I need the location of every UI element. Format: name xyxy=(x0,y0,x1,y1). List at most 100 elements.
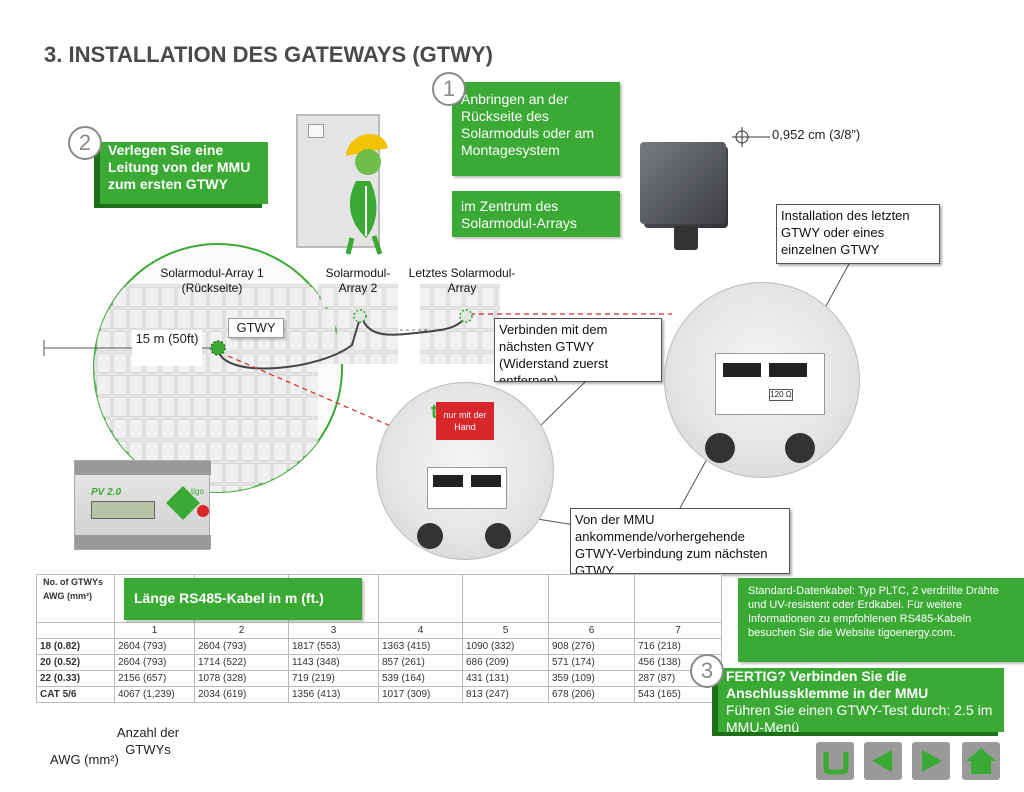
table-banner: Länge RS485-Kabel in m (ft.) xyxy=(124,578,362,620)
terminal-block-a xyxy=(723,363,761,377)
table-row: 20 (0.52) 2604 (793) 1714 (522) 1143 (34… xyxy=(36,654,722,671)
table-cell: 2156 (657) xyxy=(114,670,195,687)
table-cell: 908 (276) xyxy=(548,638,635,655)
table-col-header: 5 xyxy=(462,622,549,639)
table-cell: 2034 (619) xyxy=(194,686,289,703)
table-row: CAT 5/6 4067 (1,239) 2034 (619) 1356 (41… xyxy=(36,686,722,703)
step-2-text: Verlegen Sie eine Leitung von der MMU zu… xyxy=(100,142,268,204)
table-cell: 2604 (793) xyxy=(114,654,195,671)
mmu-power-icon xyxy=(197,505,209,517)
table-col-header: 2 xyxy=(194,622,289,639)
table-col-header: 6 xyxy=(548,622,635,639)
mmu-terminal-strip xyxy=(75,461,211,475)
mmu-display xyxy=(91,501,155,519)
legend-awg-label: AWG (mm²) xyxy=(50,752,119,767)
table-cell: 686 (209) xyxy=(462,654,549,671)
array-1-label: Solarmodul-Array 1 (Rückseite) xyxy=(160,266,264,295)
distance-label: 15 m (50ft) xyxy=(132,330,202,366)
last-array-panels xyxy=(420,284,500,364)
step-3-text: Führen Sie einen GTWY-Test durch: 2.5 im… xyxy=(726,702,993,732)
terminal-block-b xyxy=(769,363,807,377)
hand-only-badge: nur mit der Hand xyxy=(436,402,494,440)
table-row-label: 20 (0.52) xyxy=(36,654,115,671)
table-cell: 857 (261) xyxy=(378,654,463,671)
table-cell: 1017 (309) xyxy=(378,686,463,703)
table-cell: 1143 (348) xyxy=(288,654,379,671)
table-cell: 4067 (1,239) xyxy=(114,686,195,703)
hole-size-label: 0,952 cm (3/8”) xyxy=(772,127,861,142)
table-cell: 431 (131) xyxy=(462,670,549,687)
resistor-label: 120 Ω xyxy=(769,389,793,401)
cable-gland-right xyxy=(785,433,815,463)
table-cell: 2604 (793) xyxy=(194,638,289,655)
terminal-block-a xyxy=(433,475,463,487)
junction-box-icon xyxy=(308,124,324,138)
legend-count-label: Anzahl der GTWYs xyxy=(116,725,180,757)
table-row-label: CAT 5/6 xyxy=(36,686,115,703)
table-cell: 1078 (328) xyxy=(194,670,289,687)
step-1-text: Anbringen an der Rückseite des Solarmodu… xyxy=(452,82,620,176)
gateway-connector xyxy=(674,226,698,250)
page-title: 3. INSTALLATION DES GATEWAYS (GTWY) xyxy=(44,42,493,67)
cable-array2-last xyxy=(361,317,466,336)
cable-gland-left xyxy=(705,433,735,463)
table-cell: 539 (164) xyxy=(378,670,463,687)
table-corner-top: No. of GTWYs xyxy=(43,577,103,587)
last-gtwy-photo: 120 Ω xyxy=(664,282,860,478)
table-col-header: 3 xyxy=(288,622,379,639)
home-icon xyxy=(966,748,996,774)
last-array-label: Letztes Solarmodul-Array xyxy=(408,266,516,295)
table-cell: 571 (174) xyxy=(548,654,635,671)
table-cell: 543 (165) xyxy=(634,686,722,703)
callout-last-gtwy: Installation des letzten GTWY oder eines… xyxy=(776,204,940,264)
cable-gland-right xyxy=(485,523,511,549)
table-cell: 1714 (522) xyxy=(194,654,289,671)
table-cell: 1090 (332) xyxy=(462,638,549,655)
array-1-panels xyxy=(93,243,343,493)
back-button[interactable] xyxy=(864,742,902,780)
gateway-photo xyxy=(640,142,728,228)
table-col-header: 1 xyxy=(114,622,195,639)
callout-next-gtwy: Verbinden mit dem nächsten GTWY (Widerst… xyxy=(494,318,662,382)
table-cell: 2604 (793) xyxy=(114,638,195,655)
arrow-right-icon xyxy=(922,750,942,772)
arrow-left-icon xyxy=(872,750,892,772)
cable-gland-left xyxy=(417,523,443,549)
table-cell: 716 (218) xyxy=(634,638,722,655)
table-cell: 678 (206) xyxy=(548,686,635,703)
table-cell: 1363 (415) xyxy=(378,638,463,655)
mmu-logo: tigo xyxy=(191,487,204,496)
forward-button[interactable] xyxy=(912,742,950,780)
gtwy-label: GTWY xyxy=(228,318,284,338)
step-3-box: FERTIG? Verbinden Sie die Anschlussklemm… xyxy=(718,668,1004,732)
cable-info-box: Standard-Datenkabel: Typ PLTC, 2 verdril… xyxy=(738,578,1024,662)
table-col-header: 7 xyxy=(634,622,722,639)
terminal-block-b xyxy=(471,475,501,487)
table-cell: 813 (247) xyxy=(462,686,549,703)
mmu-brand-label: PV 2.0 xyxy=(91,487,122,498)
step-1-number: 1 xyxy=(432,72,466,106)
table-cell: 1817 (553) xyxy=(288,638,379,655)
step-3-number: 3 xyxy=(690,654,724,688)
step-2-number: 2 xyxy=(68,126,102,160)
table-row: 18 (0.82) 2604 (793) 2604 (793) 1817 (55… xyxy=(36,638,722,655)
table-cell: 719 (219) xyxy=(288,670,379,687)
table-cell: 359 (109) xyxy=(548,670,635,687)
return-button[interactable] xyxy=(816,742,854,780)
table-cell: 1356 (413) xyxy=(288,686,379,703)
table-row-label: 18 (0.82) xyxy=(36,638,115,655)
return-icon xyxy=(823,752,849,775)
step-1-subtext: im Zentrum des Solarmodul-Arrays xyxy=(452,191,620,237)
mascot-icon xyxy=(345,134,388,255)
hole-crosshair-icon xyxy=(732,127,770,147)
mmu-terminal-strip xyxy=(75,535,211,549)
step-3-title: FERTIG? Verbinden Sie die Anschlussklemm… xyxy=(726,668,929,701)
table-col-header: 4 xyxy=(378,622,463,639)
table-row: 22 (0.33) 2156 (657) 1078 (328) 719 (219… xyxy=(36,670,722,687)
table-corner-bottom: AWG (mm²) xyxy=(43,591,92,601)
cable-array1-array2 xyxy=(217,317,361,370)
terminal-block-panel xyxy=(427,467,507,509)
mmu-device-image: PV 2.0 tigo xyxy=(74,460,211,550)
home-button[interactable] xyxy=(962,742,1000,780)
array-2-label: Solarmodul-Array 2 xyxy=(325,266,391,295)
